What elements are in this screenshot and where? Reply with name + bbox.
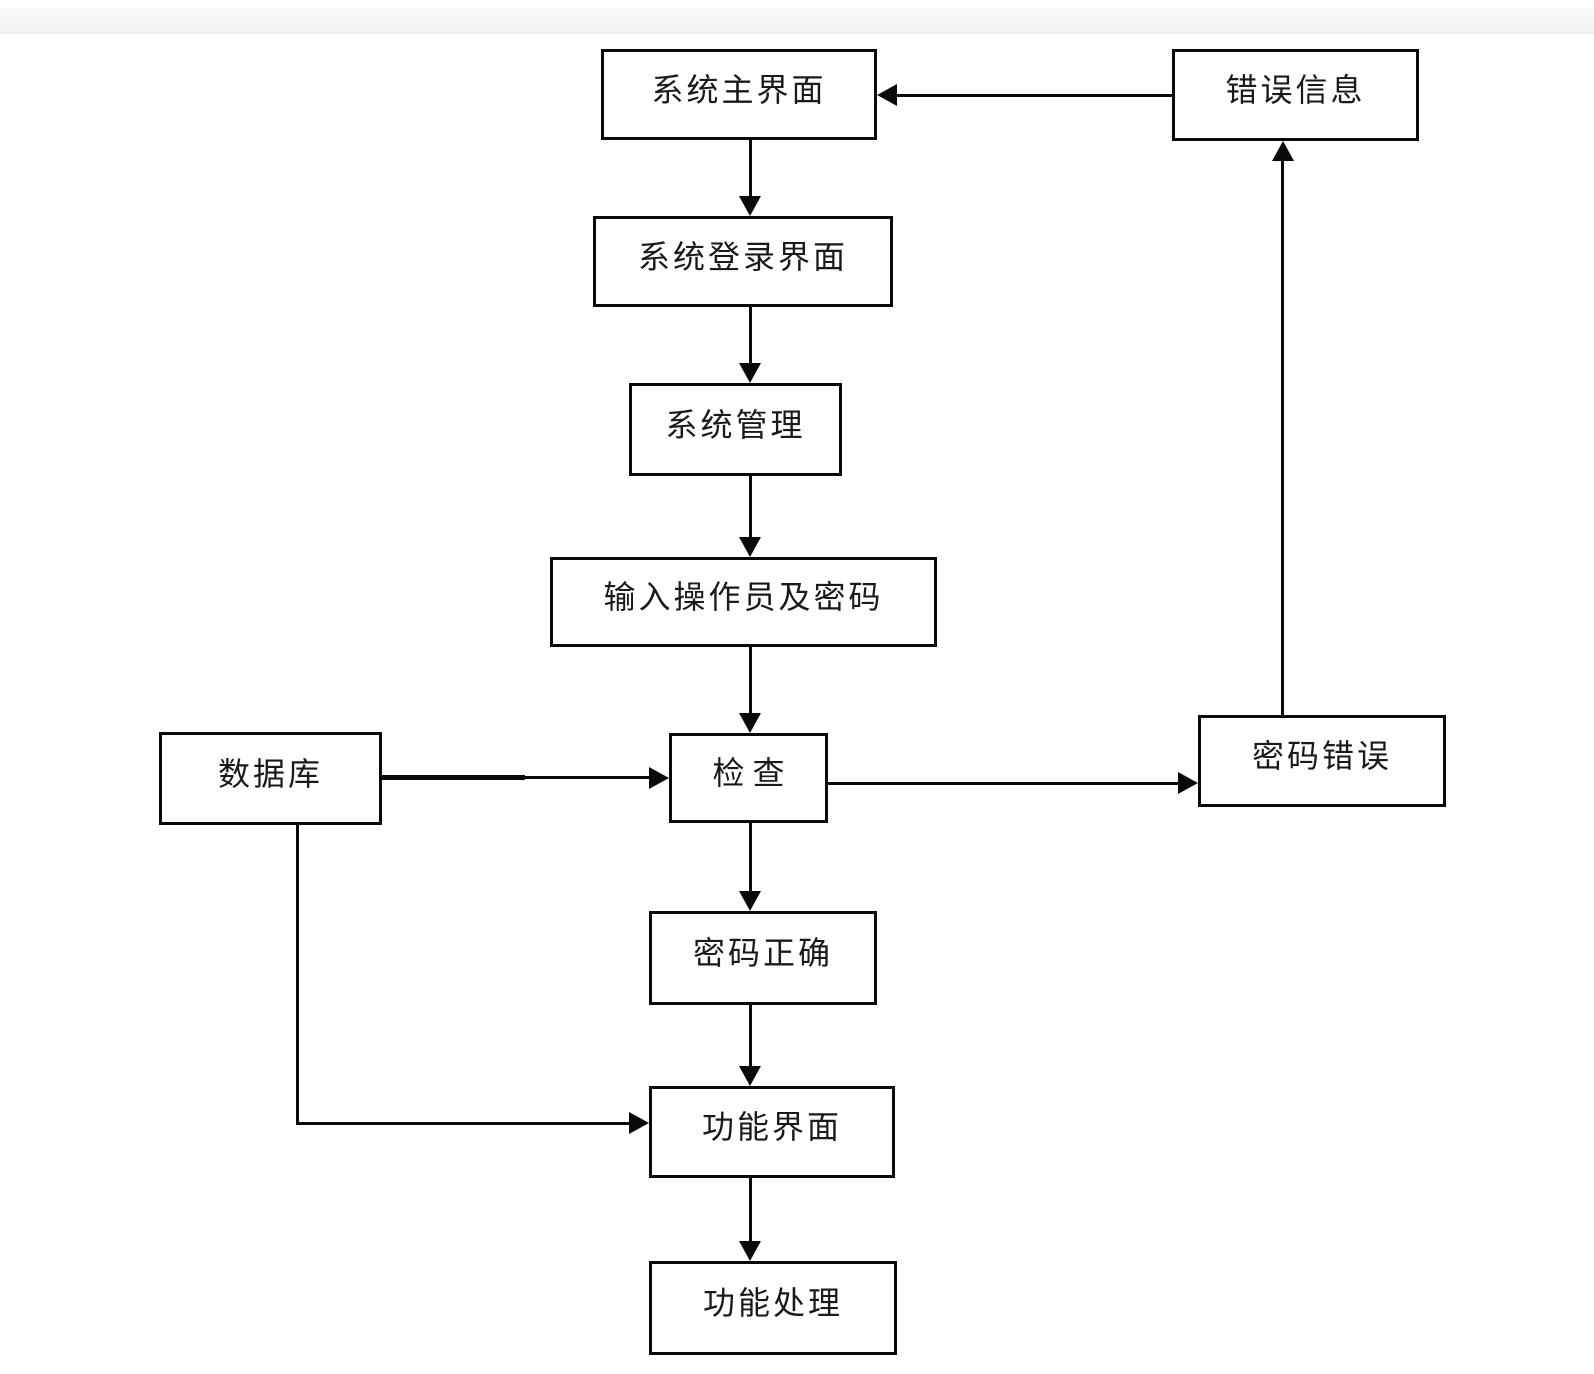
edge-check-to-pwdok-arrowhead-icon: [739, 891, 761, 911]
edge-db-to-check-arrowhead-icon: [649, 767, 669, 789]
edge-input-to-check-arrowhead-icon: [739, 713, 761, 733]
edge-sysmgmt-to-input-line: [749, 476, 752, 539]
edge-login-to-sysmgmt-line: [749, 307, 752, 365]
edge-check-to-pwdok-line: [749, 823, 752, 893]
page-bottom-gradient: [0, 0, 1594, 34]
node-system-login-ui: 系统登录界面: [593, 216, 893, 307]
edge-db-to-funcui-hline: [296, 1122, 631, 1125]
node-database: 数据库: [159, 732, 382, 825]
node-function-ui: 功能界面: [649, 1086, 895, 1178]
edge-db-to-funcui-arrowhead-icon: [629, 1112, 649, 1134]
edge-error-to-mainui-line: [895, 94, 1172, 97]
edge-check-to-pwdwrong-arrowhead-icon: [1178, 772, 1198, 794]
node-password-wrong: 密码错误: [1198, 715, 1446, 807]
edge-db-to-check-line-thick: [382, 775, 525, 780]
edge-error-to-mainui-arrowhead-icon: [877, 84, 897, 106]
edge-pwdwrong-to-error-arrowhead-icon: [1272, 141, 1294, 161]
node-input-operator-password: 输入操作员及密码: [550, 557, 937, 647]
edge-funcui-to-funcproc-arrowhead-icon: [739, 1241, 761, 1261]
edge-pwdwrong-to-error-line: [1281, 159, 1284, 715]
edge-pwdok-to-funcui-line: [749, 1005, 752, 1068]
node-error-info: 错误信息: [1172, 49, 1419, 141]
node-password-correct: 密码正确: [649, 911, 877, 1005]
edge-mainui-to-login-line: [749, 140, 752, 198]
edge-db-to-funcui-vline: [296, 825, 299, 1125]
node-system-management: 系统管理: [629, 383, 842, 476]
edge-mainui-to-login-arrowhead-icon: [739, 196, 761, 216]
edge-funcui-to-funcproc-line: [749, 1178, 752, 1243]
edge-sysmgmt-to-input-arrowhead-icon: [739, 537, 761, 557]
node-system-main-ui: 系统主界面: [601, 49, 877, 140]
node-function-processing: 功能处理: [649, 1261, 897, 1355]
edge-login-to-sysmgmt-arrowhead-icon: [739, 363, 761, 383]
edge-input-to-check-line: [749, 647, 752, 715]
edge-check-to-pwdwrong-line: [828, 782, 1180, 785]
edge-db-to-check-line: [520, 776, 652, 779]
edge-pwdok-to-funcui-arrowhead-icon: [739, 1066, 761, 1086]
node-check: 检查: [669, 733, 828, 823]
